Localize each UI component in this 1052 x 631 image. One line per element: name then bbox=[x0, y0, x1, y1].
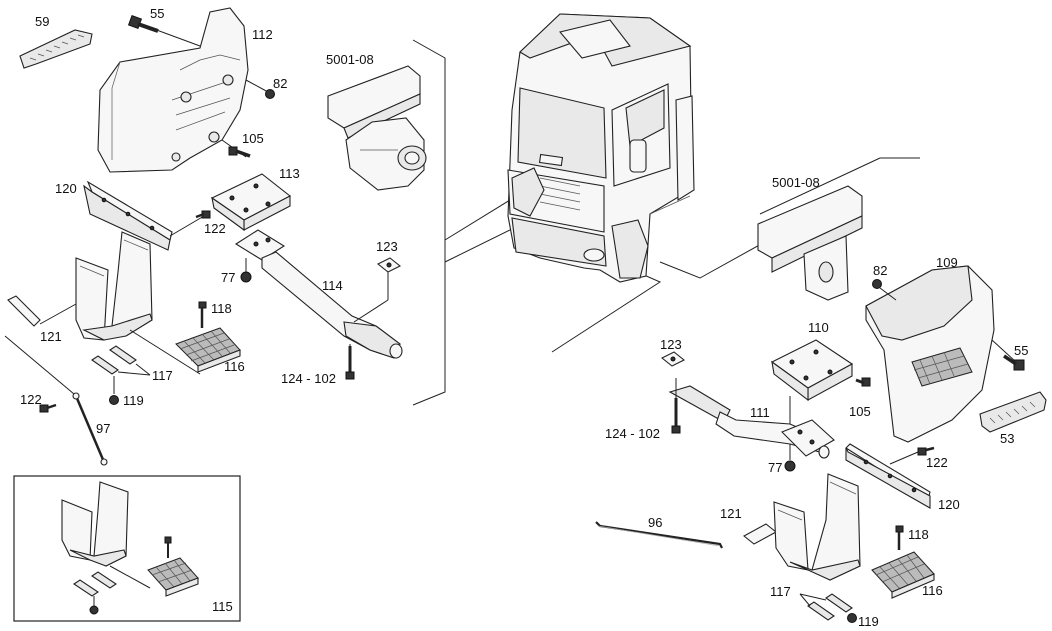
bolt-55-right bbox=[991, 339, 1025, 371]
label-117-right: 117 bbox=[770, 584, 791, 599]
label-118-left: 118 bbox=[211, 301, 232, 316]
part-117-right-strips bbox=[799, 593, 853, 621]
label-122-right: 122 bbox=[926, 455, 948, 470]
part-96-rod bbox=[595, 521, 723, 549]
bolt-118-left bbox=[198, 301, 207, 328]
bolt-122-right bbox=[889, 446, 935, 465]
bolt-118-right bbox=[895, 525, 904, 550]
part-121-right-plate bbox=[743, 523, 777, 545]
label-116-right: 116 bbox=[922, 583, 943, 598]
part-116-left-step-frame bbox=[75, 231, 201, 375]
label-59: 59 bbox=[35, 14, 49, 29]
part-53-step-grille bbox=[979, 391, 1047, 433]
part-59-step-grille bbox=[19, 29, 93, 69]
part-111-support-arm-right bbox=[668, 385, 835, 459]
label-120-right: 120 bbox=[938, 497, 960, 512]
label-110: 110 bbox=[808, 320, 829, 335]
label-5001-08-left: 5001-08 bbox=[326, 52, 374, 67]
label-115: 115 bbox=[212, 599, 233, 614]
label-55-left: 55 bbox=[150, 6, 164, 21]
label-55-right: 55 bbox=[1014, 343, 1028, 358]
label-119-right: 119 bbox=[858, 614, 879, 629]
label-124-102-left: 124 - 102 bbox=[281, 371, 336, 386]
crossmember-detail-left bbox=[327, 65, 427, 191]
label-121-right: 121 bbox=[720, 506, 742, 521]
bolt-122-left-top bbox=[195, 210, 211, 219]
part-120-right-bracket bbox=[845, 443, 931, 509]
label-118-right: 118 bbox=[908, 527, 929, 542]
label-82-right: 82 bbox=[873, 263, 887, 278]
bolt-122-left-bottom bbox=[4, 335, 75, 413]
nut-77-right bbox=[784, 444, 796, 472]
label-105-left: 105 bbox=[242, 131, 264, 146]
washer-123-left bbox=[376, 257, 402, 273]
truck-cab-illustration bbox=[507, 13, 695, 283]
bolt-124-102-left bbox=[345, 344, 355, 380]
part-109-right-step-housing bbox=[865, 265, 995, 443]
label-117-left: 117 bbox=[152, 368, 173, 383]
label-97: 97 bbox=[96, 421, 110, 436]
part-110-right-mounting-plate bbox=[770, 339, 854, 424]
bolt-105-right bbox=[855, 377, 871, 387]
nut-119-left bbox=[109, 376, 119, 405]
label-123-right: 123 bbox=[660, 337, 682, 352]
label-120-left: 120 bbox=[55, 181, 77, 196]
label-109: 109 bbox=[936, 255, 958, 270]
part-120-left-bracket bbox=[83, 180, 205, 251]
nut-119-right bbox=[847, 613, 857, 623]
nut-82-right bbox=[872, 279, 897, 301]
washer-123-right bbox=[660, 351, 686, 367]
bolt-105-left bbox=[221, 139, 251, 158]
label-112: 112 bbox=[252, 27, 273, 42]
part-117-left-strips bbox=[91, 345, 151, 376]
nut-77-left bbox=[240, 258, 252, 283]
part-121-left-plate bbox=[7, 295, 77, 327]
part-112-left-step-housing bbox=[97, 7, 249, 173]
part-113-mounting-plate bbox=[210, 173, 292, 232]
label-111: 111 bbox=[750, 405, 770, 420]
bolt-124-102-right bbox=[671, 378, 681, 434]
label-77-left: 77 bbox=[221, 270, 235, 285]
label-119-left: 119 bbox=[123, 393, 144, 408]
label-82-left: 82 bbox=[273, 76, 287, 91]
label-114: 114 bbox=[322, 278, 343, 293]
label-5001-08-right: 5001-08 bbox=[772, 175, 820, 190]
part-115-inset-kit bbox=[13, 475, 241, 622]
label-116-left: 116 bbox=[224, 359, 245, 374]
label-105-right: 105 bbox=[849, 404, 871, 419]
label-123-left: 123 bbox=[376, 239, 398, 254]
label-122-left-bottom: 122 bbox=[20, 392, 42, 407]
part-97-rod bbox=[72, 392, 108, 466]
part-116-right-step-tread bbox=[871, 551, 935, 599]
label-77-right: 77 bbox=[768, 460, 782, 475]
nut-82-left bbox=[245, 79, 275, 99]
label-113: 113 bbox=[279, 166, 300, 181]
part-114-support-arm-left bbox=[234, 229, 403, 359]
label-124-102-right: 124 - 102 bbox=[605, 426, 660, 441]
label-121-left: 121 bbox=[40, 329, 62, 344]
part-116-left-step-tread bbox=[175, 327, 241, 373]
label-96: 96 bbox=[648, 515, 662, 530]
label-53: 53 bbox=[1000, 431, 1014, 446]
part-116-right-step-frame bbox=[773, 473, 861, 581]
section-guide-lines bbox=[412, 39, 920, 406]
bolt-55-left bbox=[127, 14, 201, 47]
crossmember-detail-right bbox=[757, 185, 863, 301]
callout-labels: 59 55 112 82 105 5001-08 120 113 122 123… bbox=[20, 6, 1028, 629]
label-122-left-top: 122 bbox=[204, 221, 226, 236]
